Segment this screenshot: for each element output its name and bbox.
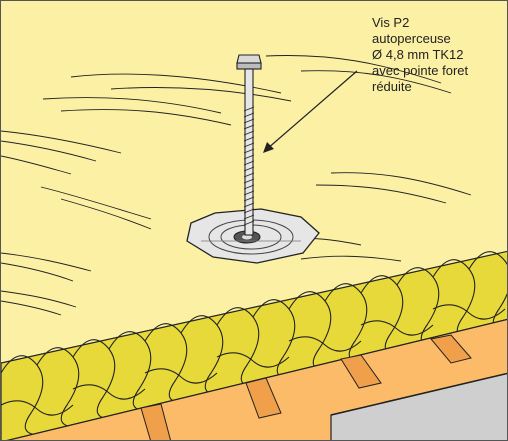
insulation-front-band (1, 250, 507, 440)
callout-line-2: autoperceuse (372, 31, 451, 46)
callout-leader-arrow (263, 70, 358, 153)
callout-line-5: réduite (372, 79, 412, 94)
callout-line-1: Vis P2 (372, 15, 410, 30)
surface-texture-lines (1, 55, 472, 316)
plate-washer (186, 208, 320, 264)
deck-ribs (140, 334, 472, 440)
callout-line-3: Ø 4,8 mm TK12 (372, 47, 464, 62)
self-drilling-screw (236, 54, 262, 236)
callout-line-4: avec pointe foret (372, 63, 469, 78)
deck-panel-edge (330, 372, 507, 416)
insulation-top-surface (1, 1, 507, 363)
screw-callout-label: Vis P2 autoperceuse Ø 4,8 mm TK12 avec p… (372, 15, 506, 95)
wool-lobe-pattern (1, 251, 507, 436)
